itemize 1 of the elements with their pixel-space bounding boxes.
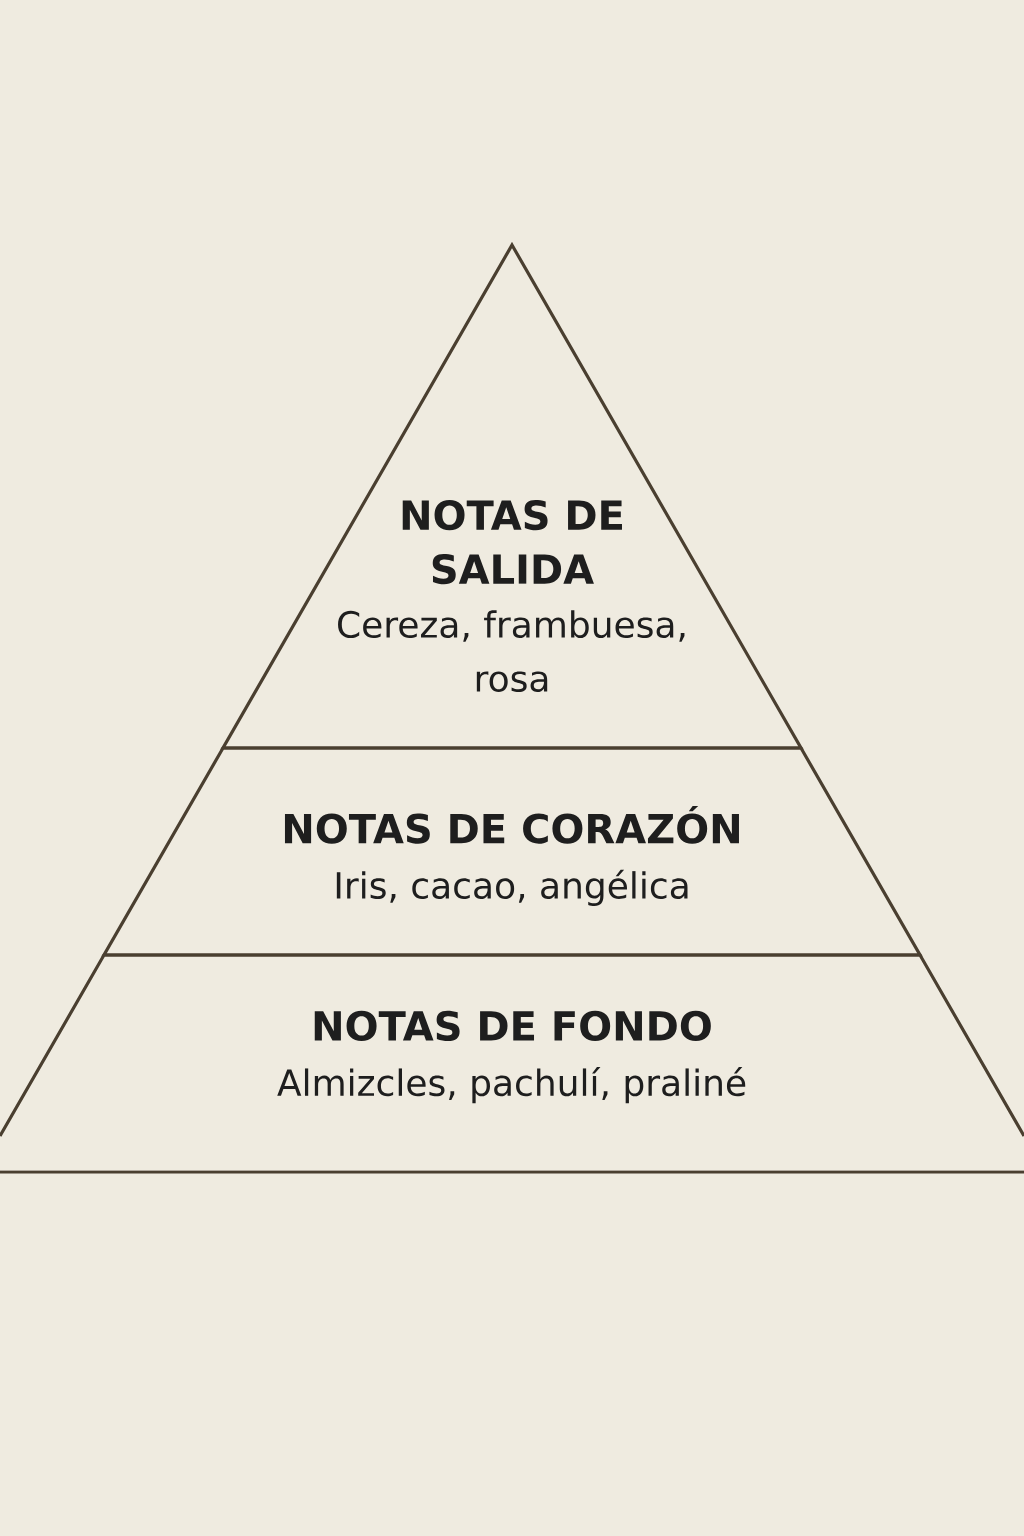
pyramid-tier: NOTAS DE FONDO Almizcles, pachulí, praliné — [0, 953, 1024, 1174]
